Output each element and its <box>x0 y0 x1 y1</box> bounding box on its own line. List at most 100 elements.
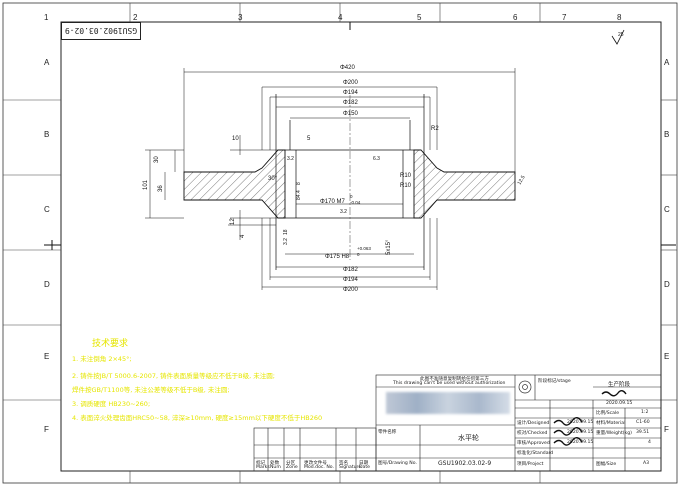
frame-col-3: 3 <box>238 13 243 22</box>
dim-d175-tol-low: 0 <box>357 252 360 257</box>
frame-col-8: 8 <box>617 13 622 22</box>
ra-3-2-b: 3.2 <box>287 156 294 162</box>
frame-row-c: C <box>44 205 50 214</box>
rev-h-zone: 分区 <box>286 461 296 466</box>
designer-label: 设计/Designed <box>517 421 550 426</box>
dim-r10b: R10 <box>400 183 412 189</box>
part-name: 水平轮 <box>458 434 479 442</box>
notice-en: This drawing can't be used without autho… <box>393 381 506 386</box>
dim-chamfer: 5x15° <box>386 239 392 255</box>
drawing-code-box: GSU1902.03.02-9 <box>61 22 141 40</box>
dim-12: 12 <box>230 218 236 225</box>
title-block-lines <box>253 374 662 472</box>
approver-label: 审核/Approved <box>517 441 550 446</box>
rev-h-mark-en: Marks <box>256 465 270 470</box>
frame-row-d: D <box>44 280 50 289</box>
tech-req-1: 1. 未注倒角 2×45°; <box>72 355 132 363</box>
ra-3-2-a: 3.2 <box>340 209 347 215</box>
dim-8: 8 <box>296 182 302 185</box>
dim-r2: R2 <box>431 126 439 132</box>
dim-d182-bot: Φ182 <box>343 267 358 273</box>
frame-col-1: 1 <box>44 13 49 22</box>
rev-h-zone-en: Zone <box>286 465 298 470</box>
projection-symbol-icon <box>518 380 532 394</box>
rev-h-sign: 签名 <box>339 461 349 466</box>
material-label: 材料/Material <box>596 421 626 426</box>
scale-value: 1:2 <box>641 410 649 415</box>
drawing-no-label: 图号/Drawing No. <box>378 461 417 466</box>
tech-req-4: 3. 调质硬度 HB230~260; <box>72 400 151 408</box>
frame-row-a: A <box>44 58 50 67</box>
date-4: 2020.09.15 <box>567 440 594 445</box>
frame-col-6: 6 <box>513 13 518 22</box>
frame-col-2: 2 <box>133 13 138 22</box>
dim-d175-tol-up: +0.063 <box>357 246 371 251</box>
dim-r10a: R10 <box>400 173 412 179</box>
checker-label: 校对/Checked <box>517 431 548 436</box>
tech-req-title: 技术要求 <box>92 339 129 349</box>
dim-d194-bot: Φ194 <box>343 277 358 283</box>
roughness-value: 25 <box>618 32 624 38</box>
frame-row-d-right: D <box>664 280 670 289</box>
frame-row-f-right: F <box>664 425 669 434</box>
frame-row-b: B <box>44 130 50 139</box>
frame-row-b-right: B <box>664 130 670 139</box>
dim-d150: Φ150 <box>343 111 358 117</box>
dim-5: 5 <box>307 136 311 142</box>
roughness-icon <box>611 29 625 45</box>
stage-sub: 阶段标记/stage <box>538 379 571 384</box>
dim-18: 18 <box>283 229 289 235</box>
sheet-value: A3 <box>643 461 650 466</box>
quantity-value: 4 <box>648 440 651 445</box>
project-label: 项目/Project <box>517 462 544 467</box>
dim-d420: Φ420 <box>340 65 355 71</box>
sheet-label: 图幅/Size <box>596 462 617 467</box>
section-view <box>183 149 516 219</box>
dim-d170-tol-low: -0.04 <box>350 200 361 205</box>
part-name-label: 零件名称 <box>378 430 397 435</box>
rev-h-doc-en: Mod.doc. No. <box>304 465 334 470</box>
frame-row-e-right: E <box>664 352 670 361</box>
frame-row-f: F <box>44 425 49 434</box>
date-2: 2020.09.15 <box>567 420 594 425</box>
dim-d200-bot: Φ200 <box>343 287 358 293</box>
dim-30deg: 30° <box>268 176 278 182</box>
ra-12-5: 12.5 <box>517 174 527 186</box>
tech-req-2: 2. 铸件按JB/T 5000.6-2007, 铸件表面质量等级应不低于B级, … <box>72 372 275 380</box>
frame-row-c-right: C <box>664 205 670 214</box>
rev-h-mark: 标记 <box>256 461 266 466</box>
frame-col-4: 4 <box>338 13 343 22</box>
frame-col-5: 5 <box>417 13 422 22</box>
rev-h-date: 日期 <box>359 461 369 466</box>
dim-d194-top: Φ194 <box>343 90 358 96</box>
dim-10: 10 <box>232 136 239 142</box>
drawing-code-text: GSU1902.03.02-9 <box>64 26 138 36</box>
blurred-company-logo <box>386 392 510 414</box>
dim-3-2: 3.2 <box>283 238 289 245</box>
weight-value: 39.51 <box>636 430 650 435</box>
frame-row-a-right: A <box>664 58 670 67</box>
date-3: 2020.09.15 <box>567 430 594 435</box>
ra-6-3: 6.3 <box>373 156 380 162</box>
dim-36: 36 <box>158 185 164 192</box>
rev-h-num-en: Num <box>270 465 281 470</box>
dim-101: 101 <box>143 179 149 190</box>
dim-30: 30 <box>154 156 160 163</box>
standard-label: 标准化/Standard <box>517 451 554 456</box>
material-value: C1-60 <box>636 420 650 425</box>
rev-h-num: 处数 <box>270 461 280 466</box>
scale-label: 比例/Scale <box>596 411 620 416</box>
weight-label: 重量/Weight(kg) <box>596 431 632 436</box>
dim-84-4: 84.4 <box>296 190 302 200</box>
signature-top-icon <box>601 390 627 397</box>
tech-req-5: 4. 表面淬火处理齿面HRC50~58, 淬深≥10mm, 硬度≥15mm以下硬… <box>72 414 323 422</box>
notice-cn: 此图不准随意复制转给任何第三方 <box>420 377 489 382</box>
dim-d170-tol-up: 0 <box>350 194 353 199</box>
tech-req-3: 焊件按GB/T1100等, 未注公差等级不低于B级, 未注圆; <box>72 386 230 394</box>
dim-d200-top: Φ200 <box>343 80 358 86</box>
dim-4: 4 <box>240 234 246 238</box>
rev-h-sign-en: Signature <box>339 465 362 470</box>
frame-col-7: 7 <box>562 13 567 22</box>
